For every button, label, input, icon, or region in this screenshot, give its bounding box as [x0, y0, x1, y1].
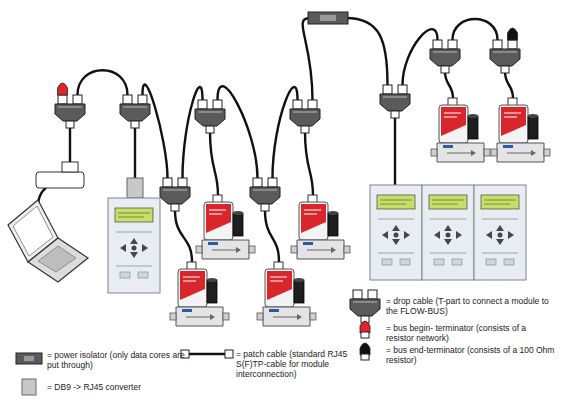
serial-adapter	[36, 172, 84, 188]
legend-power-isolator-sample	[16, 353, 42, 364]
mass-flow-controller	[431, 98, 490, 162]
legend-text: = bus end-terminator (consists of a 100 …	[386, 345, 556, 365]
patch-cable	[303, 18, 313, 100]
drop-cable-t-part	[55, 95, 85, 128]
laptop-base	[28, 238, 88, 282]
drop-cable	[175, 210, 192, 262]
pc-cable	[69, 127, 71, 162]
db9-plug	[62, 162, 78, 172]
readout-unit	[370, 185, 422, 280]
mass-flow-controller	[196, 195, 255, 259]
drop-cable-t-part	[380, 85, 410, 118]
legend-text: = power isolator (only data cores are pu…	[47, 350, 197, 370]
power-isolator-stripe	[320, 15, 336, 21]
drop-cable-t-part	[160, 178, 190, 211]
mass-flow-controller	[291, 195, 350, 259]
drop-cable-t-part	[250, 178, 280, 211]
drop-cable	[394, 117, 396, 185]
mass-flow-controller	[491, 98, 550, 162]
drop-cable-t-part	[430, 40, 460, 73]
legend-plug	[225, 350, 233, 358]
patch-cable	[218, 86, 258, 178]
drop-cable-t-part	[195, 100, 225, 133]
legend-text: = bus begin- terminator (consists of a r…	[386, 323, 556, 343]
drop-cable	[265, 210, 279, 262]
legend-converter-sample	[22, 379, 36, 395]
legend-patch-cable-sample	[188, 353, 226, 355]
legend-begin-terminator-sample	[360, 321, 370, 333]
legend-text: = patch cable (standard RJ45 S(F)TP-cabl…	[236, 349, 354, 379]
legend-plug	[361, 354, 369, 360]
db9-rj45-converter	[127, 178, 143, 198]
legend-plug	[361, 332, 369, 338]
drop-cable	[210, 132, 218, 195]
laptop-keyboard	[38, 246, 76, 272]
begin-terminator	[58, 83, 68, 95]
legend-power-isolator-stripe	[24, 356, 34, 361]
drop-cable-t-part	[120, 95, 150, 128]
drop-cable	[305, 132, 313, 195]
drop-cable	[445, 72, 453, 98]
patch-cable	[78, 70, 128, 95]
mass-flow-controller	[170, 262, 229, 326]
patch-cable	[346, 18, 388, 85]
legend-end-terminator-sample	[360, 343, 370, 355]
mass-flow-controller	[257, 262, 316, 326]
legend-text: = drop cable (T-part to connect a module…	[386, 296, 556, 316]
patch-cable	[453, 19, 498, 40]
drop-cable	[134, 127, 136, 180]
readout-unit	[422, 185, 474, 280]
legend-text: = DB9 -> RJ45 converter	[47, 382, 197, 392]
readout-unit	[108, 198, 160, 293]
drop-cable-t-part	[490, 40, 520, 73]
drop-cable-t-part	[290, 100, 320, 133]
end-terminator	[508, 28, 518, 40]
readout-unit	[474, 185, 526, 280]
drop-cable	[505, 72, 513, 98]
legend-drop-cable-sample	[350, 290, 380, 323]
power-isolator	[308, 12, 348, 24]
